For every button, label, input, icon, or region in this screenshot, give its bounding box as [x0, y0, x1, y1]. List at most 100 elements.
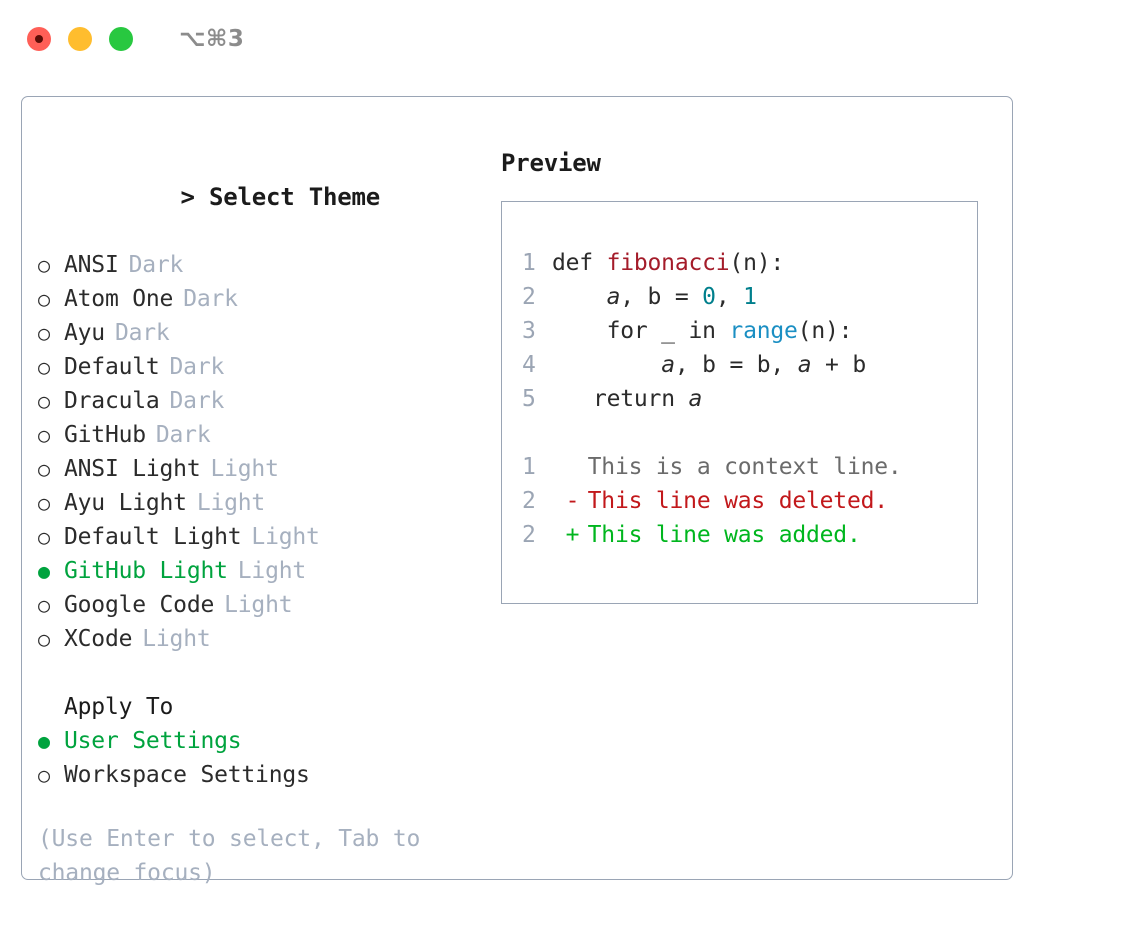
apply-to-label: User Settings: [64, 728, 242, 754]
theme-variant-tag: Light: [196, 490, 266, 516]
theme-name-label: Google Code: [64, 592, 215, 618]
code-token: =: [661, 284, 703, 310]
radio-unselected-icon[interactable]: ○: [38, 389, 50, 413]
code-token: a: [688, 386, 703, 412]
theme-variant-tag: Dark: [114, 320, 170, 346]
theme-variant-tag: Light: [142, 626, 211, 652]
code-token: 0: [702, 284, 716, 310]
code-token: b: [647, 284, 662, 310]
keyboard-hint-text: (Use Enter to select, Tab to change focu…: [38, 826, 421, 886]
theme-name-label: GitHub Light: [64, 558, 228, 584]
code-line-content: def fibonacci(n):: [552, 246, 784, 280]
radio-selected-icon[interactable]: ●: [38, 559, 50, 583]
code-line: 3 for _ in range(n):: [522, 314, 977, 348]
diff-marker: [566, 450, 588, 484]
theme-list-item[interactable]: ○ Google Code Light: [38, 588, 488, 622]
diff-line-text: This is a context line.: [587, 454, 902, 480]
theme-variant-tag: Light: [224, 592, 293, 618]
apply-to-item[interactable]: ● User Settings: [38, 724, 488, 758]
radio-unselected-icon[interactable]: ○: [38, 491, 50, 515]
code-line-number: 3: [522, 318, 536, 344]
theme-name-label: ANSI: [64, 252, 119, 278]
diff-line: 2 +This line was added.: [522, 518, 977, 552]
radio-unselected-icon[interactable]: ○: [38, 423, 50, 447]
radio-unselected-icon[interactable]: ○: [38, 763, 50, 787]
code-token: (n):: [729, 250, 785, 276]
theme-name-label: Default: [64, 354, 160, 380]
close-button-icon[interactable]: [27, 27, 51, 51]
code-token: (n):: [797, 318, 853, 344]
code-token: b: [702, 352, 716, 378]
diff-marker: -: [565, 488, 580, 514]
theme-name-label: Ayu Light: [64, 490, 187, 516]
theme-variant-tag: Light: [237, 558, 307, 584]
theme-variant-tag: Light: [210, 456, 279, 482]
theme-list-item[interactable]: ○ ANSI Dark: [38, 248, 488, 282]
diff-line: 1 This is a context line.: [522, 450, 977, 484]
code-line-number: 4: [522, 352, 536, 378]
diff-line-number: 2: [522, 522, 536, 548]
theme-list-item[interactable]: ● GitHub Light Light: [38, 554, 488, 588]
code-token: def: [552, 250, 607, 276]
radio-unselected-icon[interactable]: ○: [38, 355, 50, 379]
code-line-number: 5: [522, 386, 536, 412]
radio-unselected-icon[interactable]: ○: [38, 287, 50, 311]
theme-list-item[interactable]: ○ Default Light Light: [38, 520, 488, 554]
theme-list-item[interactable]: ○ Ayu Dark: [38, 316, 488, 350]
code-token: a: [797, 352, 812, 378]
theme-variant-tag: Dark: [183, 286, 238, 312]
code-line-content: a, b = b, a + b: [552, 348, 866, 382]
window-controls: [27, 27, 133, 51]
radio-unselected-icon[interactable]: ○: [38, 627, 50, 651]
theme-list-item[interactable]: ○ Atom One Dark: [38, 282, 488, 316]
maximize-button-icon[interactable]: [109, 27, 133, 51]
code-token: a: [606, 284, 621, 310]
code-token: +: [811, 352, 853, 378]
code-token: b: [852, 352, 866, 378]
theme-variant-tag: Dark: [128, 252, 184, 278]
code-token: ,: [620, 284, 648, 310]
radio-unselected-icon[interactable]: ○: [38, 525, 50, 549]
code-token: 1: [743, 284, 757, 310]
apply-to-label: Workspace Settings: [64, 762, 310, 788]
diff-line: 2 -This line was deleted.: [522, 484, 977, 518]
theme-variant-tag: Light: [251, 524, 320, 550]
theme-list-item[interactable]: ○ Ayu Light Light: [38, 486, 488, 520]
code-line-number: 2: [522, 284, 536, 310]
theme-name-label: Dracula: [64, 388, 160, 414]
radio-selected-icon[interactable]: ●: [38, 729, 50, 753]
diff-line-text: This line was added.: [587, 522, 861, 548]
radio-unselected-icon[interactable]: ○: [38, 321, 50, 345]
theme-name-label: Ayu: [64, 320, 105, 346]
theme-name-label: Default Light: [64, 524, 242, 550]
code-token: range: [729, 318, 798, 344]
select-theme-header: > Select Theme: [38, 146, 488, 248]
radio-unselected-icon[interactable]: ○: [38, 253, 50, 277]
code-line: 4 a, b = b, a + b: [522, 348, 977, 382]
radio-unselected-icon[interactable]: ○: [38, 593, 50, 617]
apply-to-list: ● User Settings ○ Workspace Settings: [38, 724, 488, 792]
theme-name-label: GitHub: [64, 422, 146, 448]
radio-unselected-icon[interactable]: ○: [38, 457, 50, 481]
code-line-content: for _ in range(n):: [552, 314, 853, 348]
apply-to-header: Apply To: [64, 694, 174, 720]
code-token: return: [592, 386, 689, 412]
theme-name-label: Atom One: [64, 286, 174, 312]
code-token: ,: [715, 284, 744, 310]
title-bar: ⌥⌘3: [0, 0, 1140, 78]
minimize-button-icon[interactable]: [68, 27, 92, 51]
apply-to-item[interactable]: ○ Workspace Settings: [38, 758, 488, 792]
code-token: =: [715, 352, 757, 378]
